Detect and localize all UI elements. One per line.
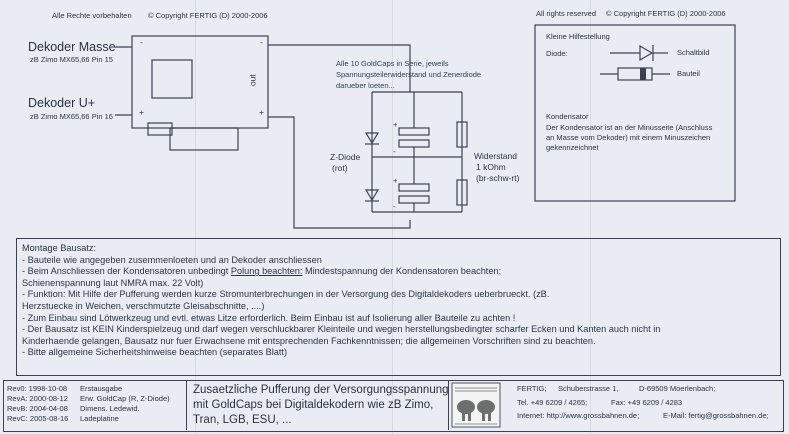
company-email[interactable]: E-Mail: fertig@grossbahnen.de;	[663, 411, 769, 420]
footer-divider-2	[448, 380, 449, 430]
help-schaltbild: Schaltbild	[677, 48, 710, 57]
help-kondensator-line-3: gekennzeichnet	[546, 143, 599, 152]
instruction-line-6: - Zum Einbau sind Lötwerkzeug und evtl. …	[22, 312, 516, 323]
footer-divider-1	[186, 380, 187, 430]
resistor-label: Widerstand	[474, 151, 517, 161]
resistor-color: (br-schw-rt)	[476, 173, 520, 183]
decoder-masse-label: Dekoder Masse	[28, 40, 116, 54]
help-kondensator-title: Kondensator	[546, 112, 589, 121]
company-street: Schuberstrasse 1,	[558, 384, 619, 393]
help-box-outline	[534, 24, 736, 202]
help-kondensator-line-1: Der Kondensator ist an der Minusseite (A…	[546, 123, 713, 132]
decoder-uplus-pin: zB Zimo MX65,66 Pin 16	[30, 112, 113, 121]
instructions-text: Montage Bausatz: - Bauteile wie angegebe…	[22, 243, 660, 359]
revision-0-text: Erstausgabe	[80, 384, 123, 393]
decoder-pin-plus-left: +	[139, 107, 144, 117]
goldcap-note-1: Alle 10 GoldCaps in Serie, jeweils	[336, 59, 449, 68]
instruction-line-9: - Bitte allgemeine Sicherheitshinweise b…	[22, 347, 288, 358]
instruction-line-3: Schienenspannung laut NMRA max. 22 Volt)	[22, 277, 204, 288]
cap2-minus: -	[393, 202, 396, 211]
resistor-value: 1 kOhm	[476, 162, 506, 172]
instruction-line-7: - Der Bausatz ist KEIN Kinderspielzeug u…	[22, 324, 661, 335]
zdiode-label: Z-Diode	[330, 152, 361, 162]
cap1-minus: -	[393, 147, 396, 156]
rights-reserved-de: Alle Rechte vorbehalten	[52, 11, 132, 20]
revision-a: RevA: 2000-08-12	[7, 394, 68, 403]
help-title: Kleine Hilfestellung	[546, 32, 610, 41]
revision-b: RevB: 2004-04-08	[7, 404, 68, 413]
decoder-chip	[151, 59, 193, 99]
company-name: FERTIG;	[517, 384, 547, 393]
decoder-masse-pin: zB Zimo MX65,66 Pin 15	[30, 55, 113, 64]
copyright-right: © Copyright FERTIG (D) 2000-2006	[606, 9, 726, 18]
decoder-uplus-label: Dekoder U+	[28, 96, 96, 110]
rights-reserved-en: All rights reserved	[536, 9, 597, 18]
help-kondensator-line-2: an Masse vom Dekoder) mit einem Minuszei…	[546, 133, 711, 142]
cap1-plus: +	[393, 120, 398, 129]
instruction-line-1: - Bauteile wie angegeben zusemmenloeten …	[22, 254, 322, 265]
polung-warning: Polung beachten:	[230, 266, 303, 277]
company-phone: Tel. +49 6209 / 4265;	[517, 398, 588, 407]
instruction-line-8: Kinderhaende gelangen, Bausatz nur fuer …	[22, 335, 596, 346]
cap2-plus: +	[393, 176, 398, 185]
product-line-1: Zusaetzliche Pufferung der Versorgungssp…	[193, 384, 449, 396]
instructions-box	[16, 238, 781, 376]
decoder-pin-minus-left: -	[140, 37, 143, 47]
product-line-2: mit GoldCaps bei Digitaldekodern wie zB …	[193, 399, 434, 411]
revision-0: Rev0: 1998-10-08	[7, 384, 68, 393]
help-diode-label: Diode:	[546, 49, 568, 58]
company-city: D-69509 Moerlenbach;	[639, 384, 716, 393]
revision-c-text: Ladeplatine	[80, 414, 119, 423]
company-fax: Fax: +49 6209 / 4283	[611, 398, 683, 407]
zdiode-color: (rot)	[332, 163, 348, 173]
instruction-line-5: Herzstuecke in Weichen, verschmutzte Gle…	[22, 300, 265, 311]
revision-a-text: Erw. GoldCap (R, Z-Diode)	[80, 394, 170, 403]
instruction-line-2: - Beim Anschliessen der Kondensatoren un…	[22, 266, 502, 277]
product-line-3: Tran, LGB, ESU, ...	[193, 414, 292, 426]
help-bauteil: Bauteil	[677, 69, 700, 78]
goldcap-note-3: darueber loeten...	[336, 81, 395, 90]
copyright-left: © Copyright FERTIG (D) 2000-2006	[148, 11, 268, 20]
decoder-pin-minus-right: -	[260, 37, 263, 47]
footer-box	[3, 380, 784, 432]
decoder-pin-plus-right: +	[259, 107, 264, 117]
goldcap-note-2: Spannungsteilerwiderstand und Zenerdiode	[336, 70, 482, 79]
revision-b-text: Dimens. Ledewid.	[80, 404, 140, 413]
instruction-line-4: - Funktion: Mit Hilfe der Pufferung werd…	[22, 289, 550, 300]
company-website[interactable]: Internet: http://www.grossbahnen.de;	[517, 411, 640, 420]
revision-c: RevC: 2005-08-16	[7, 414, 69, 423]
instructions-title: Montage Bausatz:	[22, 243, 97, 253]
